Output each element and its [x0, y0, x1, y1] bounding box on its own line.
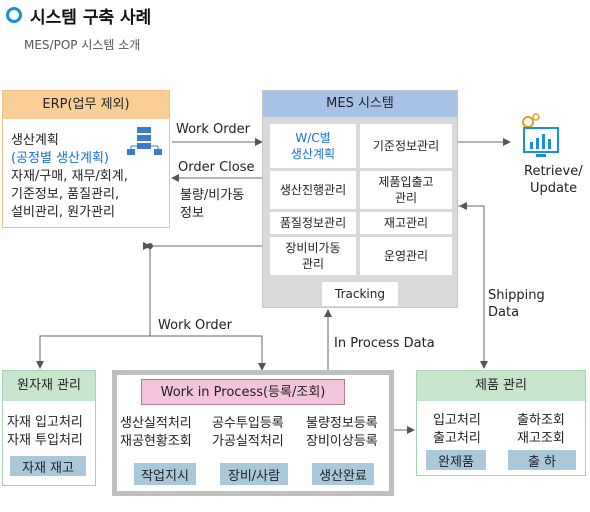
erp-line-4: 기준정보, 품질관리, — [11, 187, 120, 202]
wip-title: Work in Process(등록/조회) — [141, 379, 345, 405]
mes-cell-inventory: 재고관리 — [360, 212, 452, 234]
mes-cell-product-inout-line-1: 제품입출고 — [378, 175, 434, 189]
shipping-arrow-down — [458, 205, 488, 369]
erp-title: ERP(업무 제외) — [3, 91, 169, 119]
mes-cell-wc-plan-line-1: W/C별 — [295, 131, 331, 145]
wip-col1-line-1: 생산실적처리 — [120, 416, 192, 431]
wip-flow-work-order: 작업지시 — [134, 463, 196, 485]
to-wip-arrow — [150, 335, 266, 371]
page-subtitle: MES/POP 시스템 소개 — [24, 38, 141, 52]
product-ship-badge: 출 하 — [508, 450, 576, 470]
mes-cell-equipment-downtime-line-2: 관리 — [301, 257, 325, 271]
product-finished-badge: 완제품 — [426, 450, 486, 470]
mes-cell-equipment-downtime-line-1: 장비비가동 — [285, 241, 341, 255]
erp-line-5: 설비관리, 원가관리 — [11, 205, 115, 220]
defect-info-label-2: 정보 — [180, 206, 204, 221]
in-process-label: In Process Data — [334, 336, 435, 351]
wip-col2-line-2: 가공실적처리 — [212, 434, 284, 449]
mes-cell-wc-plan-line-2: 생산계획 — [290, 147, 336, 161]
raw-line-1: 자재 입고처리 — [7, 415, 83, 430]
raw-line-2: 자재 투입처리 — [7, 433, 83, 448]
page-title-text: 시스템 구축 사례 — [30, 7, 152, 28]
shipping-label-2: Data — [488, 305, 520, 320]
mes-cell-operations: 운영관리 — [360, 237, 452, 275]
raw-material-title: 원자재 관리 — [3, 371, 95, 401]
product-col2-line-2: 재고조회 — [517, 431, 565, 446]
erp-line-3: 자재/구매, 재무/회계, — [11, 169, 128, 184]
product-col2-line-1: 출하조회 — [517, 413, 565, 428]
retrieve-label-1: Retrieve/ — [524, 164, 583, 179]
erp-line-1: 생산계획 — [11, 133, 59, 148]
retrieve-label-2: Update — [530, 181, 578, 196]
order-close-label: Order Close — [178, 160, 255, 175]
junction-dot — [147, 243, 153, 249]
work-order-label-mid: Work Order — [158, 318, 232, 333]
defect-info-label-1: 불량/비가동 — [180, 188, 245, 203]
product-title: 제품 관리 — [417, 371, 585, 401]
wip-col1-line-2: 재공현황조회 — [120, 434, 192, 449]
to-raw-arrow — [36, 335, 150, 369]
mes-tracking: Tracking — [322, 282, 398, 306]
wip-col3-line-2: 장비이상등록 — [306, 434, 378, 449]
work-order-label-top: Work Order — [176, 122, 250, 137]
product-col1-line-1: 입고처리 — [433, 413, 481, 428]
mes-title: MES 시스템 — [263, 91, 457, 117]
wip-col2-line-1: 공수투입등록 — [212, 416, 284, 431]
wip-flow-equipment-people: 장비/사람 — [220, 463, 288, 485]
wip-flow-complete: 생산완료 — [312, 463, 374, 485]
circle-bullet-icon — [6, 7, 22, 23]
mes-cell-master-data: 기준정보관리 — [360, 124, 452, 168]
product-col1-line-2: 출고처리 — [433, 431, 481, 446]
erp-line-2: (공정별 생산계획) — [11, 151, 109, 166]
mes-cell-production-progress: 생산진행관리 — [270, 171, 356, 209]
mes-cell-product-inout-line-2: 관리 — [394, 191, 418, 205]
erp-box: ERP(업무 제외) 생산계획 (공정별 생산계획) 자재/구매, 재무/회계,… — [2, 90, 170, 228]
raw-stock-badge: 자재 재고 — [10, 456, 86, 476]
mes-cell-quality: 품질정보관리 — [270, 212, 356, 234]
shipping-label-1: Shipping — [488, 288, 545, 303]
monitor-chart-icon — [522, 113, 559, 157]
wip-col3-line-1: 불량정보등록 — [306, 416, 378, 431]
server-network-icon — [127, 127, 162, 155]
page-title: 시스템 구축 사례 — [6, 4, 152, 28]
